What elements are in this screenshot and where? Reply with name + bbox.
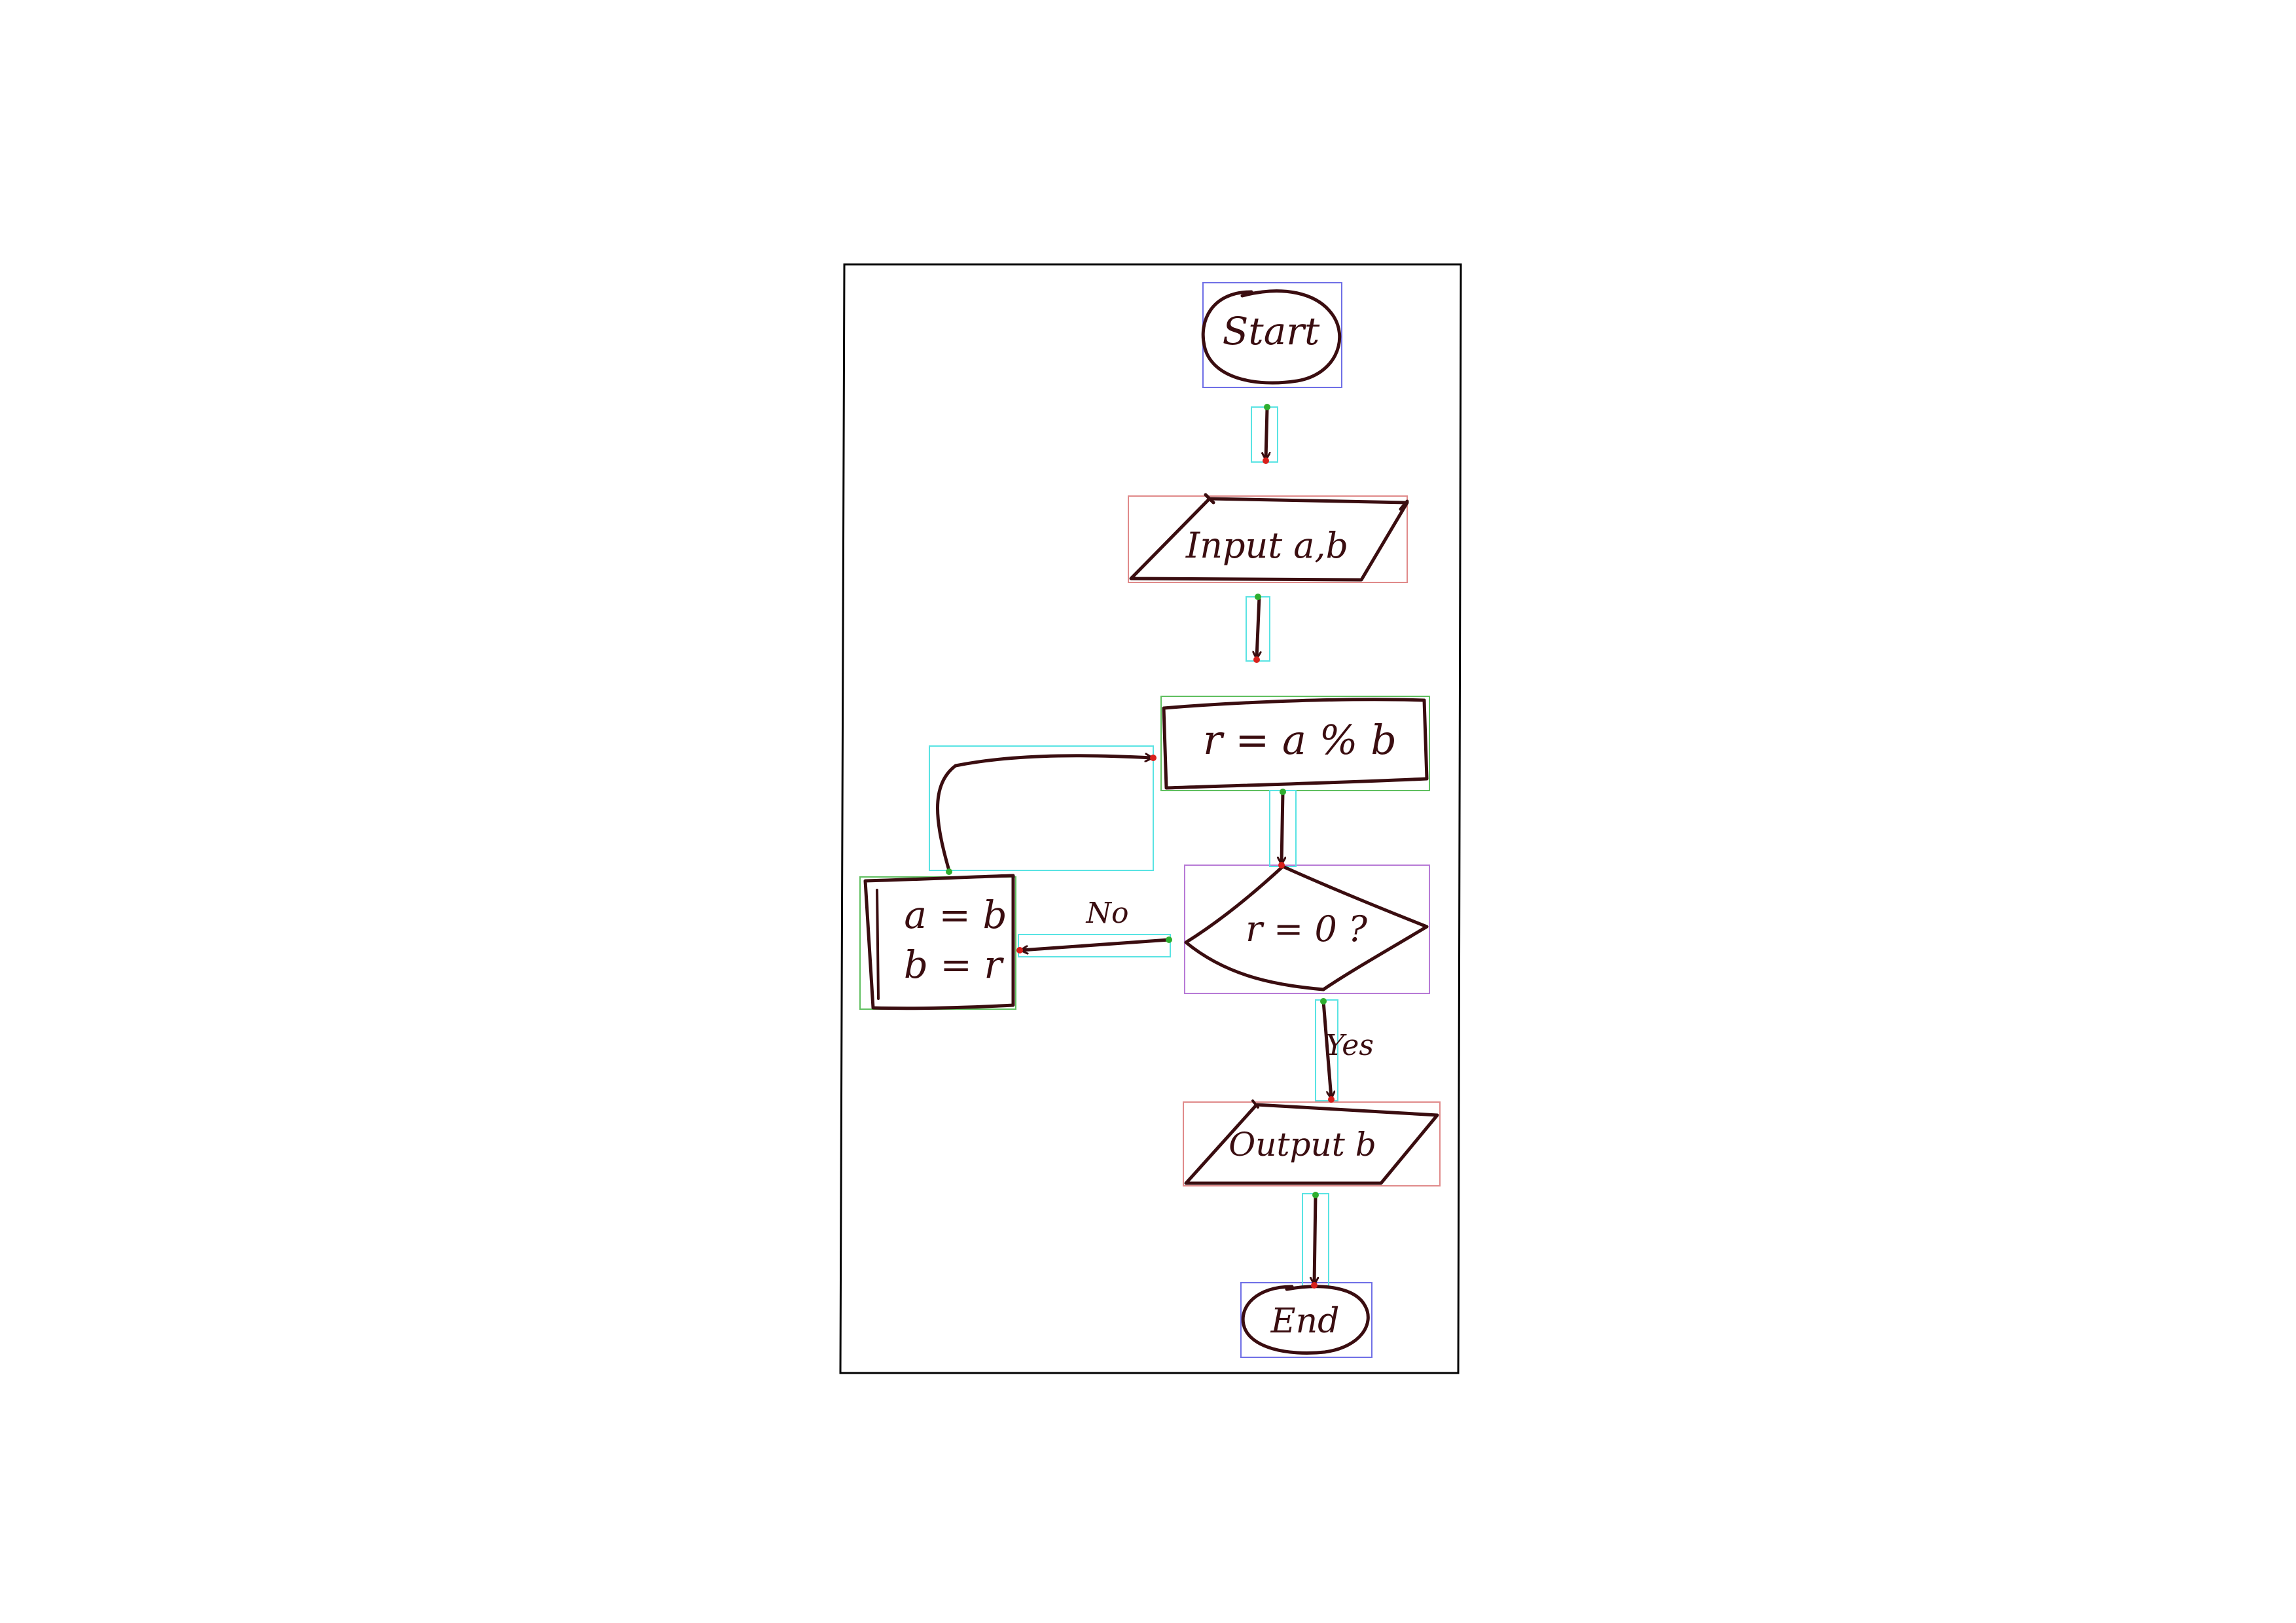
compute-node: r = a % b: [1162, 698, 1429, 790]
edge-label-no: No: [1086, 897, 1129, 930]
arrow-input-to-compute: [1257, 595, 1259, 660]
arrow-endpoint-markers: [946, 404, 1335, 1289]
arrow-swap-to-compute: [936, 756, 1154, 872]
end-label: End: [1270, 1302, 1340, 1341]
arrow-compute-to-decision: [1282, 790, 1283, 866]
end-bbox: [1240, 1282, 1372, 1358]
start-node: Start: [1201, 289, 1342, 385]
swap-label-line1: a = b: [904, 893, 1007, 937]
output-node: Output b: [1184, 1099, 1439, 1185]
swap-label-line2: b = r: [904, 942, 1005, 987]
compute-label: r = a % b: [1203, 716, 1397, 764]
swap-node: a = b b = r: [863, 874, 1015, 1010]
start-label: Start: [1223, 309, 1320, 353]
arrow-no-bbox: [1018, 934, 1171, 957]
end-node: End: [1241, 1285, 1370, 1355]
edge-label-yes: Yes: [1325, 1029, 1374, 1062]
output-bbox: [1183, 1101, 1441, 1186]
output-label: Output b: [1229, 1126, 1376, 1164]
decision-bbox: [1184, 865, 1430, 994]
arrow-start-to-input: [1266, 406, 1267, 461]
arrow-loop-bbox: [929, 745, 1154, 871]
arrow-decision-to-swap: [1019, 938, 1171, 950]
page-frame: [839, 263, 1462, 1374]
arrow-yes-bbox: [1315, 999, 1338, 1101]
edges: No Yes: [936, 404, 1374, 1289]
input-bbox: [1128, 495, 1408, 583]
input-node: Input a,b: [1129, 493, 1409, 582]
decision-node: r = 0 ?: [1184, 865, 1429, 991]
input-label: Input a,b: [1185, 525, 1348, 566]
annotation-boxes: [859, 282, 1441, 1358]
arrow-decision-to-output: [1321, 999, 1331, 1100]
decision-label: r = 0 ?: [1246, 908, 1368, 950]
arrow-output-to-end: [1314, 1193, 1316, 1286]
